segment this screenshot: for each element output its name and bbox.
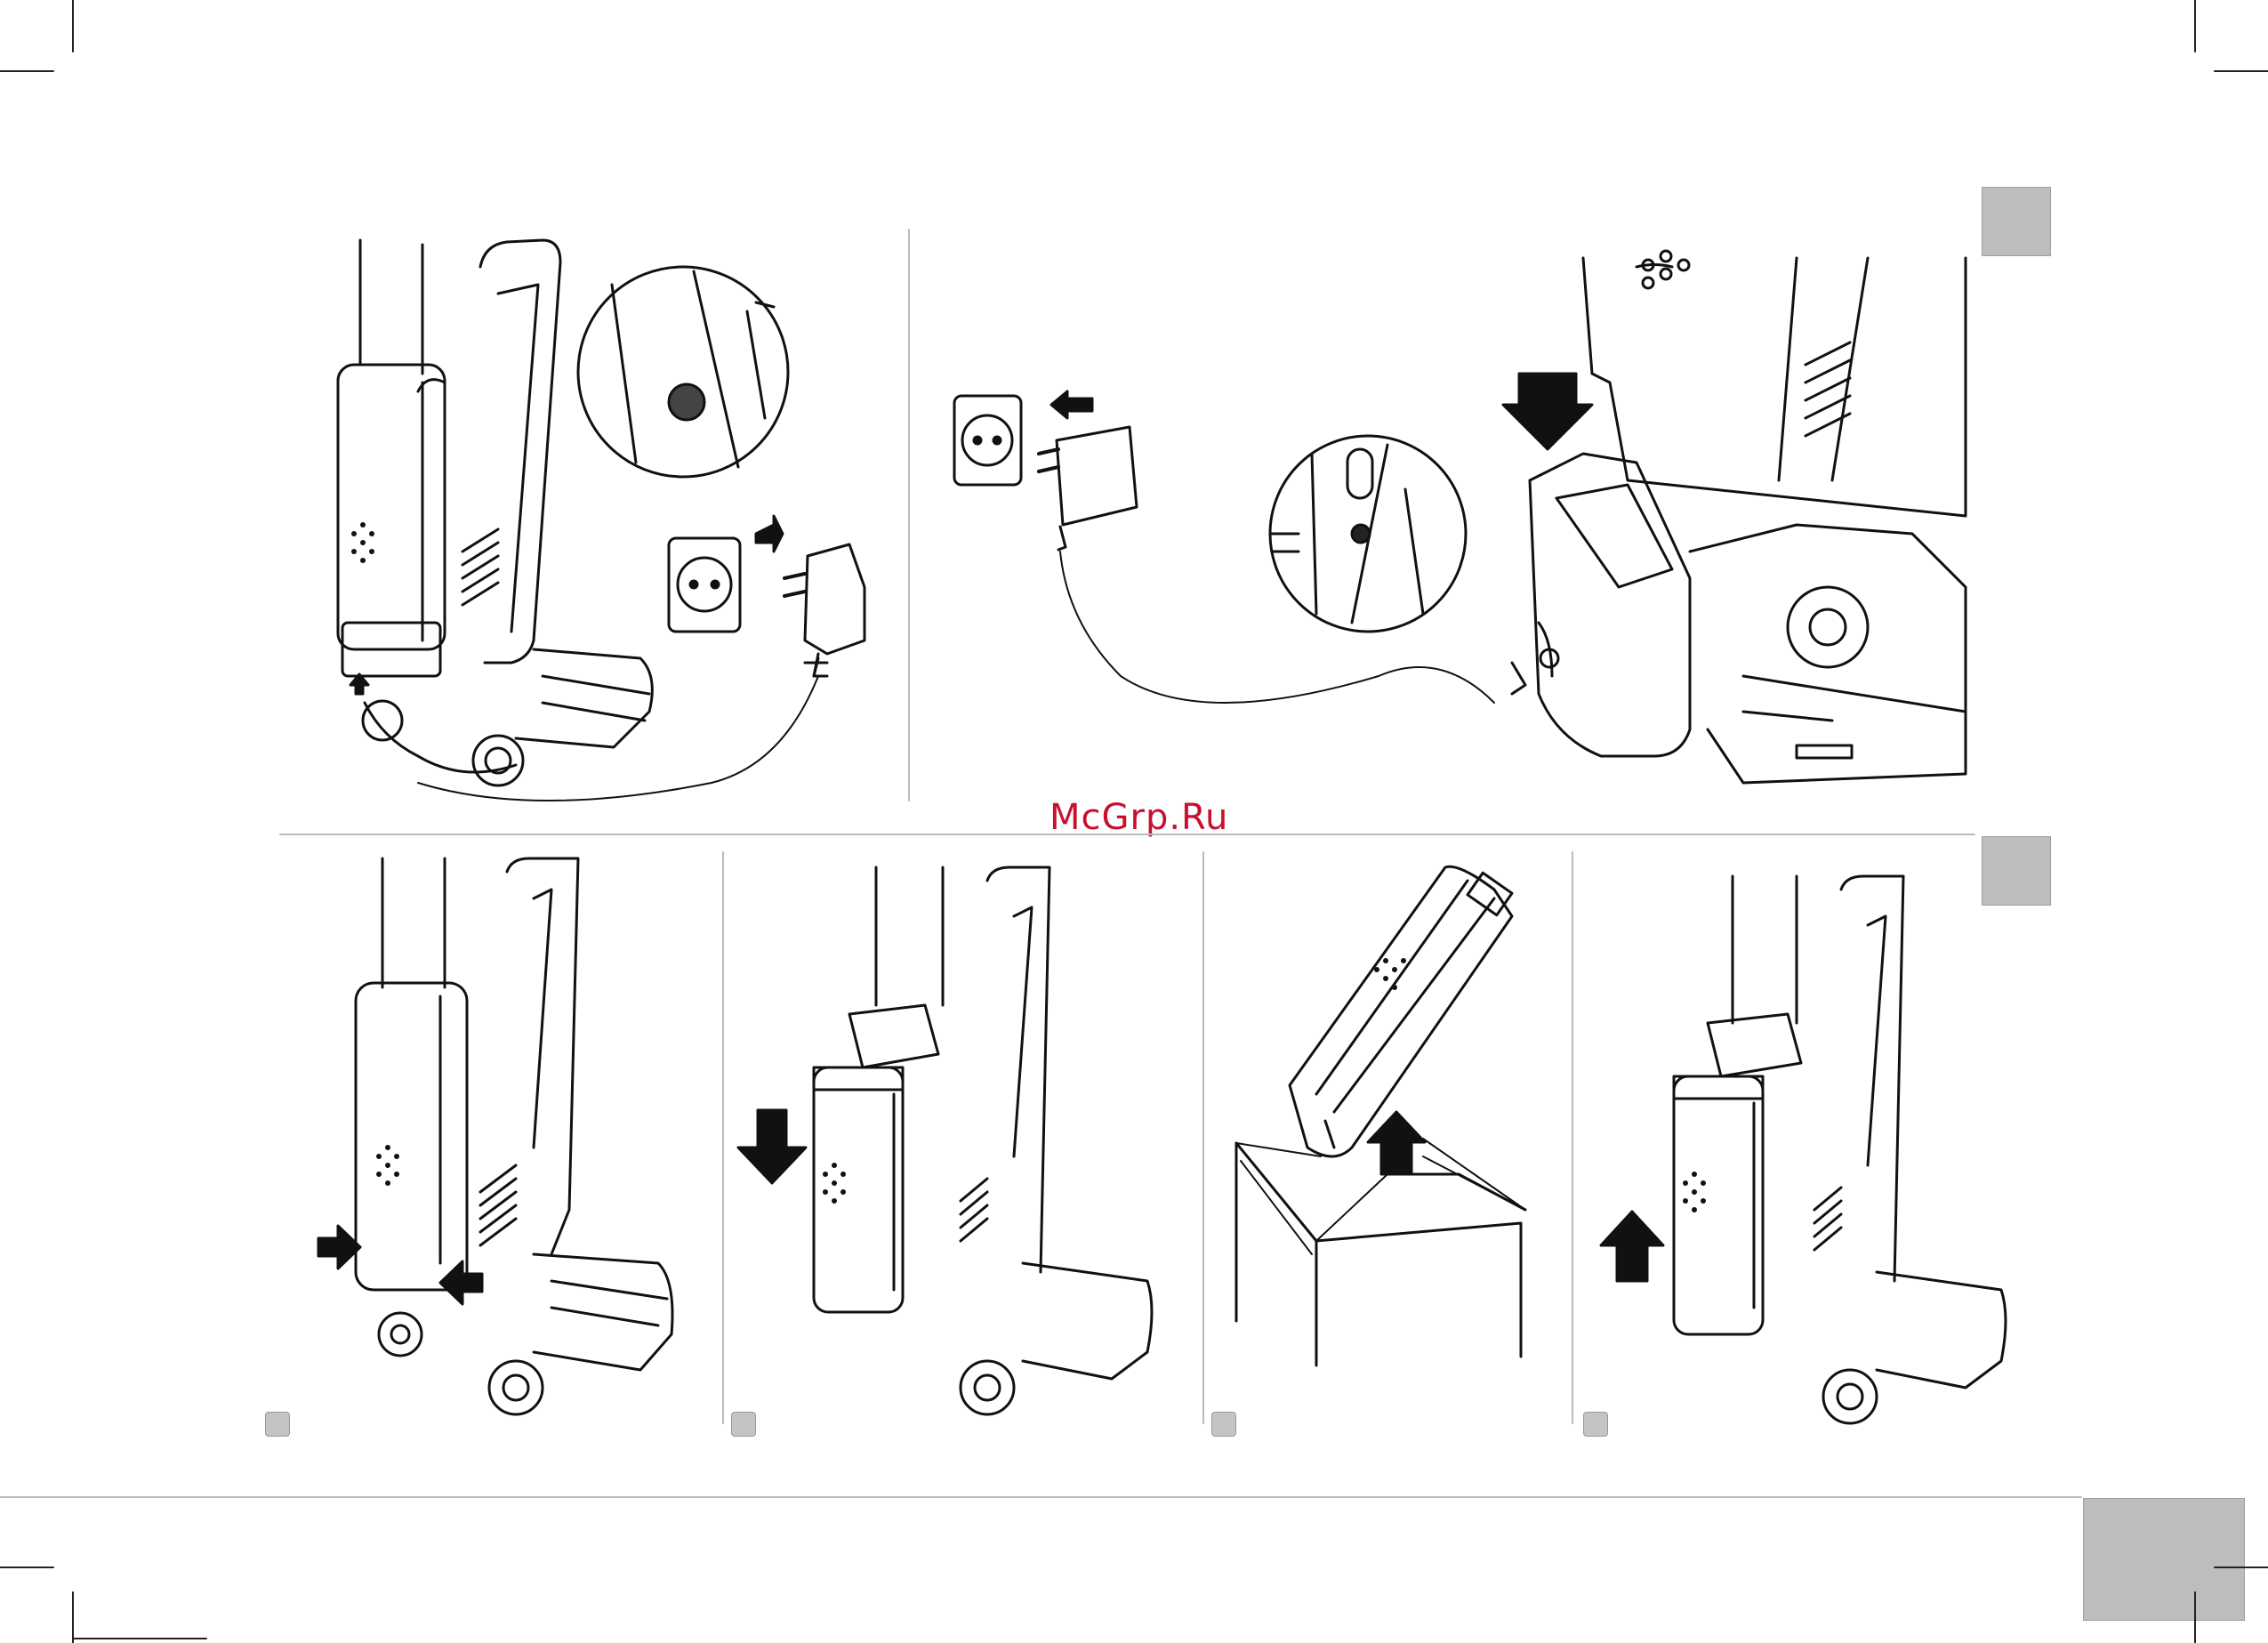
power-adapter-icon [1057, 427, 1137, 525]
panel-charge-battery-off [954, 251, 1966, 783]
arrow-left-icon [1051, 391, 1092, 418]
panel-battery-unpack [1236, 866, 1525, 1365]
dot-grid-icon [351, 522, 374, 563]
arrow-left-icon [440, 1261, 482, 1304]
power-adapter-icon [805, 544, 865, 654]
vent-slots [1806, 342, 1850, 436]
vent-slots [1814, 1188, 1841, 1250]
arrow-up-icon [1368, 1112, 1425, 1174]
arrow-left-icon [756, 516, 783, 552]
arrow-down-icon [1503, 374, 1592, 449]
arrow-up-icon [1601, 1212, 1663, 1281]
dot-grid-icon [1683, 1172, 1706, 1212]
wall-socket-icon [669, 538, 740, 632]
charging-dock [1530, 454, 1690, 756]
dot-grid-icon [1643, 251, 1689, 288]
dividers [0, 230, 2081, 1497]
dot-grid-icon [376, 1145, 399, 1186]
vent-slots [462, 529, 498, 605]
vent-slots [480, 1165, 516, 1245]
panel-battery-release [318, 858, 672, 1414]
vent-slots [961, 1179, 987, 1241]
panel-battery-insert-up [1601, 876, 2006, 1423]
arrow-right-icon [318, 1226, 360, 1268]
arrow-down-icon [738, 1110, 806, 1183]
panel-battery-insert-down [738, 867, 1152, 1414]
panel-charge-on-vacuum [338, 240, 865, 801]
dot-grid-icon [823, 1163, 846, 1204]
